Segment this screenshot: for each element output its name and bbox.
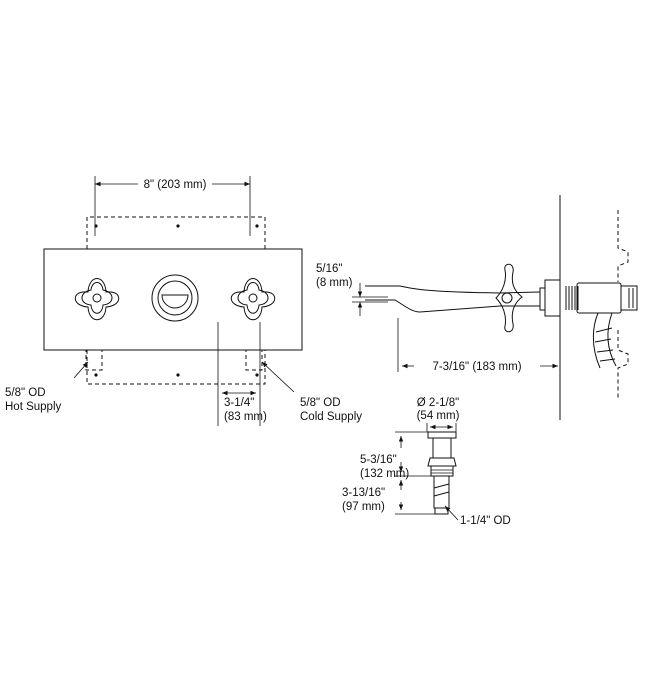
spout-reach-dimension: 7-3/16" (183 mm) <box>397 318 558 373</box>
top-width-dimension: 8" (203 mm) <box>94 176 251 236</box>
spout-reach-label: 7-3/16" (183 mm) <box>432 361 521 373</box>
handle-spacing-mm: (83 mm) <box>224 411 267 423</box>
front-view: 8" (203 mm) <box>5 176 362 426</box>
drain-detail: Ø 2-1/8" (54 mm) 5-3/16" (132 mm) 3-13/1… <box>342 397 511 527</box>
hot-cross-handle <box>74 278 120 321</box>
top-width-label: 8" (203 mm) <box>144 179 207 191</box>
wall-plate <box>43 248 303 351</box>
drain-height-1-in: 5-3/16" <box>360 454 397 466</box>
spout-height-dimension: 5/16" (8 mm) <box>316 263 388 316</box>
drain-height-2-in: 3-13/16" <box>342 487 385 499</box>
center-control-knob <box>151 274 199 322</box>
side-view: 5/16" (8 mm) 7-3/16" (183 mm) <box>316 195 638 420</box>
drain-height-2-mm: (97 mm) <box>342 501 385 513</box>
drain-diameter-in: Ø 2-1/8" <box>417 397 459 409</box>
cold-cross-handle <box>230 278 276 321</box>
handle-spacing-dimension: 3-1/4" (83 mm) <box>217 322 267 426</box>
cold-supply-callout: 5/8" OD Cold Supply <box>261 361 362 423</box>
hot-supply-callout: 5/8" OD Hot Supply <box>5 361 89 413</box>
cold-supply-label-2: Cold Supply <box>300 411 362 423</box>
drain-height-1-mm: (132 mm) <box>360 468 409 480</box>
spout-height-mm: (8 mm) <box>316 277 353 289</box>
hot-supply-label-2: Hot Supply <box>5 401 62 413</box>
hot-supply-label-1: 5/8" OD <box>5 387 46 399</box>
drain-od-label: 1-1/4" OD <box>460 515 511 527</box>
drain-diameter-mm: (54 mm) <box>417 410 460 422</box>
cold-supply-label-1: 5/8" OD <box>300 397 341 409</box>
spout-height-in: 5/16" <box>316 263 342 275</box>
handle-spacing-in: 3-1/4" <box>224 397 254 409</box>
